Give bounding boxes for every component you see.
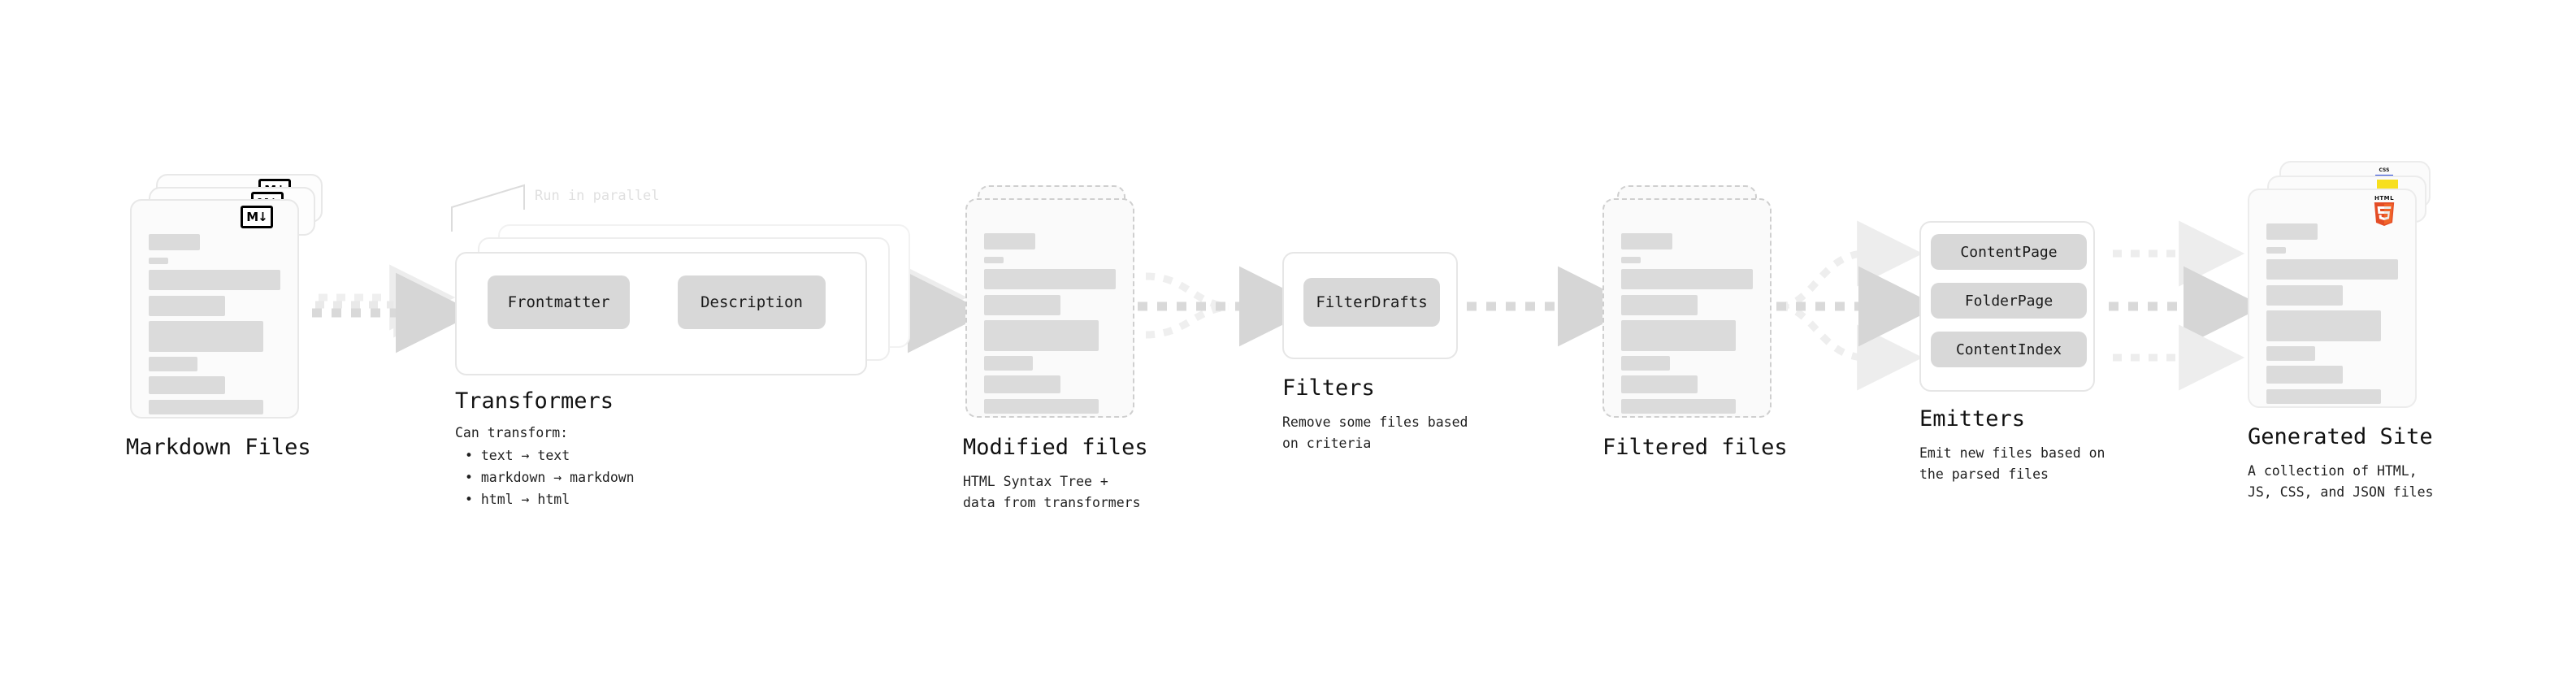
site-card-front-html: [2248, 189, 2417, 408]
markdown-icon: M↓: [241, 206, 273, 228]
emitters-group: ContentPage FolderPage ContentIndex: [1919, 221, 2095, 392]
transformer-chip-description[interactable]: Description: [678, 275, 826, 329]
stage-title-modified-files: Modified files: [963, 435, 1148, 460]
transformers-caption: Can transform:: [455, 425, 569, 440]
skeleton-line: [2266, 310, 2381, 341]
skeleton-line: [1621, 375, 1698, 393]
stage-title-markdown-files: Markdown Files: [126, 435, 311, 460]
stage-title-filters: Filters: [1282, 375, 1375, 401]
skeleton-line: [2266, 366, 2343, 384]
transformers-bullet-text-0: text → text: [480, 448, 570, 463]
skeleton-line: [149, 357, 197, 371]
skeleton-line: [1621, 295, 1698, 315]
html5-icon: HTML: [2372, 195, 2396, 226]
skeleton-line: [984, 269, 1116, 289]
skeleton-line: [984, 356, 1033, 371]
stage-title-transformers: Transformers: [455, 388, 614, 414]
emitter-chip-folderpage[interactable]: FolderPage: [1931, 283, 2087, 319]
transformer-group-front: Frontmatter Description: [455, 252, 867, 375]
transformer-chip-frontmatter[interactable]: Frontmatter: [488, 275, 630, 329]
skeleton-line: [149, 296, 225, 316]
skeleton-line: [2266, 346, 2315, 361]
skeleton-line: [1621, 257, 1641, 263]
modified-files-caption: HTML Syntax Tree + data from transformer…: [963, 474, 1141, 510]
skeleton-line: [149, 258, 168, 264]
skeleton-line: [149, 321, 263, 352]
transformers-bullet-text-2: html → html: [480, 492, 570, 507]
markdown-card-front: [130, 199, 299, 419]
transformers-bullet-2: • html → html: [465, 492, 570, 507]
connector-md-to-transformers: [312, 264, 476, 354]
modified-card-front: [965, 198, 1134, 418]
connector-emitters-to-site: [2109, 220, 2264, 391]
skeleton-line: [1621, 233, 1672, 249]
skeleton-line: [149, 234, 200, 250]
skeleton-line: [984, 375, 1060, 393]
skeleton-line: [2266, 389, 2381, 404]
skeleton-line: [984, 233, 1035, 249]
skeleton-line: [149, 400, 263, 414]
skeleton-line: [984, 320, 1099, 351]
run-in-parallel-label: Run in parallel: [535, 188, 660, 204]
skeleton-line: [984, 257, 1004, 263]
skeleton-line: [1621, 356, 1670, 371]
filtered-card-front: [1602, 198, 1772, 418]
connector-modified-to-filters: [1138, 266, 1320, 347]
stage-title-generated-site: Generated Site: [2248, 424, 2433, 449]
skeleton-line: [1621, 269, 1753, 289]
skeleton-line: [2266, 285, 2343, 306]
html5-icon-label: HTML: [2374, 195, 2395, 202]
transformers-bullet-1: • markdown → markdown: [465, 470, 635, 485]
transformers-bullet-text-1: markdown → markdown: [480, 470, 635, 485]
filters-caption: Remove some files based on criteria: [1282, 414, 1468, 451]
skeleton-line: [984, 295, 1060, 315]
skeleton-line: [1621, 399, 1736, 414]
generated-site-caption: A collection of HTML, JS, CSS, and JSON …: [2248, 463, 2434, 500]
emitters-caption: Emit new files based on the parsed files: [1919, 445, 2105, 482]
skeleton-line: [2266, 223, 2318, 240]
skeleton-line: [984, 399, 1099, 414]
stage-title-filtered-files: Filtered files: [1602, 435, 1788, 460]
skeleton-line: [149, 376, 225, 394]
skeleton-line: [149, 270, 280, 290]
filter-chip-filterdrafts[interactable]: FilterDrafts: [1303, 278, 1440, 327]
connector-filtered-to-emitters: [1776, 220, 1939, 391]
skeleton-line: [2266, 259, 2398, 280]
css-icon-label: CSS: [2379, 167, 2390, 173]
emitter-chip-contentindex[interactable]: ContentIndex: [1931, 332, 2087, 367]
skeleton-line: [1621, 320, 1736, 351]
filters-group: FilterDrafts: [1282, 252, 1458, 359]
transformers-bullet-0: • text → text: [465, 448, 570, 463]
skeleton-line: [2266, 247, 2286, 254]
emitter-chip-contentpage[interactable]: ContentPage: [1931, 234, 2087, 270]
html5-shield-icon: [2374, 202, 2395, 226]
stage-title-emitters: Emitters: [1919, 406, 2026, 432]
